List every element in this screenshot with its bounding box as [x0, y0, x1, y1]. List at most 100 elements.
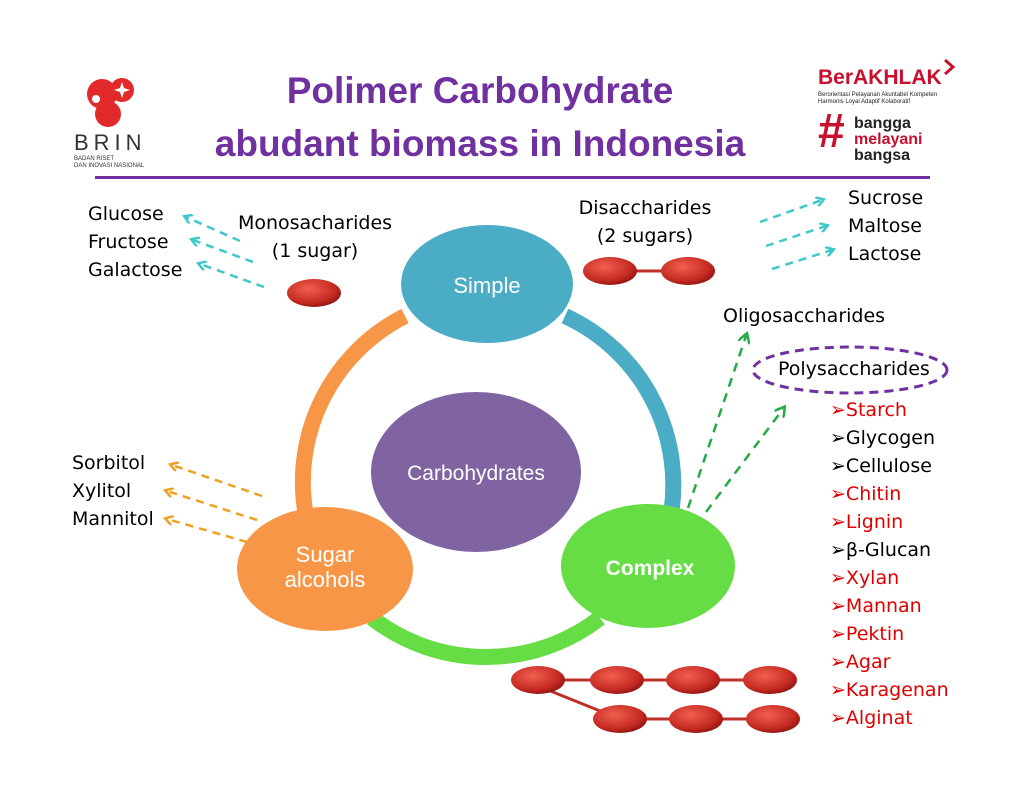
bullet-arrow-icon: ➢: [830, 511, 846, 533]
polysaccharide-name: Alginat: [845, 707, 913, 729]
polysaccharide-list-item: ➢Mannan: [830, 595, 922, 617]
polysaccharide-molecule: [511, 666, 565, 694]
sugar-alcohol-example: Xylitol: [72, 480, 132, 502]
bullet-arrow-icon: ➢: [830, 595, 846, 617]
disaccharide-molecule-1: [583, 257, 637, 285]
header-divider: [95, 176, 930, 179]
polysaccharide-molecule: [743, 666, 797, 694]
berakhlak-tagline2: Harmonis Loyal Adaptif Kolaboratif: [818, 99, 911, 105]
center-label: Carbohydrates: [407, 462, 545, 485]
arrow-to-glucose: [186, 217, 241, 243]
ring-arc-orange: [294, 308, 409, 512]
arrow-to-fructose: [193, 240, 254, 264]
polysaccharide-list-item: ➢Xylan: [830, 567, 899, 589]
polysaccharide-name: Xylan: [845, 567, 900, 589]
sugar-alcohols-label-2: alcohols: [285, 567, 366, 592]
polysaccharide-molecule: [666, 666, 720, 694]
monosaccharide-molecule: [287, 279, 341, 307]
complex-label: Complex: [606, 557, 695, 580]
arrow-to-lactose: [771, 250, 832, 271]
page-title-line2: abudant biomass in Indonesia: [214, 123, 746, 164]
berakhlak-tagline1: Berorientasi Pelayanan Akuntabel Kompete…: [818, 92, 938, 98]
simple-label: Simple: [453, 273, 520, 298]
di-example: Lactose: [848, 243, 922, 265]
polysaccharide-list-item: ➢Lignin: [830, 511, 903, 533]
polysaccharide-list-item: ➢Cellulose: [830, 455, 932, 477]
simple-circle: [401, 225, 573, 343]
polysaccharide-name: Starch: [845, 399, 907, 421]
polysaccharide-molecule: [669, 705, 723, 733]
polysaccharide-molecule: [590, 666, 644, 694]
sugar-alcohols-circle: [237, 507, 413, 631]
brin-logo-sub1: BADAN RISET: [74, 156, 115, 162]
polysaccharide-molecule: [746, 705, 800, 733]
polysaccharide-name: Karagenan: [845, 679, 949, 701]
brin-logo: BRIN BADAN RISET DAN INOVASI NASIONAL: [60, 72, 180, 172]
arrow-to-galactose: [200, 264, 265, 289]
bullet-arrow-icon: ➢: [830, 679, 846, 701]
polysaccharide-list-item: ➢Agar: [830, 651, 890, 673]
bullet-arrow-icon: ➢: [830, 399, 846, 421]
di-example: Sucrose: [848, 187, 924, 209]
polysaccharide-name: Pektin: [845, 623, 905, 645]
berakhlak-slogan2: melayani: [854, 131, 923, 148]
bullet-arrow-icon: ➢: [830, 455, 846, 477]
polysaccharide-name: Mannan: [845, 595, 922, 617]
disaccharide-molecule-2: [661, 257, 715, 285]
complex-circle: [561, 504, 735, 628]
di-example: Maltose: [848, 215, 922, 237]
polysaccharide-list-item: ➢Karagenan: [830, 679, 949, 701]
center-circle: [371, 392, 581, 552]
monosaccharides-label-2: (1 sugar): [271, 240, 359, 262]
berakhlak-slogan3: bangsa: [854, 147, 911, 164]
polysaccharide-molecule: [593, 705, 647, 733]
arrow-to-polysaccharides: [704, 409, 783, 513]
brin-logo-sub2: DAN INOVASI NASIONAL: [74, 163, 145, 169]
brin-logo-text: BRIN: [74, 130, 147, 155]
polysaccharide-name: Agar: [845, 651, 891, 673]
polysaccharide-list-item: ➢Chitin: [830, 483, 901, 505]
polysaccharide-list-item: ➢Alginat: [830, 707, 913, 729]
polysaccharide-name: Cellulose: [845, 455, 932, 477]
disaccharides-label-1: Disaccharides: [578, 197, 712, 219]
ring-arc-green: [367, 611, 605, 666]
polysaccharides-highlight: [751, 345, 949, 395]
arrow-to-maltose: [765, 226, 826, 248]
arrow-to-oligosaccharides: [686, 336, 746, 509]
berakhlak-title: BerAKHLAK: [818, 66, 942, 89]
mono-example: Galactose: [88, 259, 183, 281]
bullet-arrow-icon: ➢: [830, 483, 846, 505]
polysaccharide-list-item: ➢Pektin: [830, 623, 904, 645]
bullet-arrow-icon: ➢: [830, 539, 846, 561]
polysaccharide-name: Chitin: [845, 483, 902, 505]
mono-example: Fructose: [88, 231, 169, 253]
bullet-arrow-icon: ➢: [830, 427, 846, 449]
arrow-to-xylitol: [167, 491, 258, 522]
arrow-to-sorbitol: [172, 465, 263, 498]
ring-arc-blue: [561, 308, 682, 522]
polysaccharide-name: β-Glucan: [845, 539, 932, 561]
mono-example: Glucose: [88, 203, 164, 225]
polysaccharide-name: Lignin: [845, 511, 904, 533]
disaccharides-label-2: (2 sugars): [596, 225, 694, 247]
arrow-to-sucrose: [759, 200, 822, 224]
monosaccharides-label-1: Monosacharides: [237, 212, 393, 234]
bullet-arrow-icon: ➢: [830, 623, 846, 645]
brin-logo-mark-icon: [87, 78, 134, 127]
bullet-arrow-icon: ➢: [830, 651, 846, 673]
oligosaccharides-label: Oligosaccharides: [723, 305, 886, 327]
berakhlak-slogan1: bangga: [854, 115, 911, 132]
berakhlak-logo: BerAKHLAK Berorientasi Pelayanan Akuntab…: [818, 58, 968, 168]
polysaccharide-list-item: ➢Glycogen: [830, 427, 935, 449]
bullet-arrow-icon: ➢: [830, 567, 846, 589]
polysaccharide-name: Glycogen: [845, 427, 936, 449]
sugar-alcohol-example: Sorbitol: [72, 452, 146, 474]
page-title-line1: Polimer Carbohydrate: [286, 70, 674, 111]
chevron-right-icon: [944, 58, 956, 76]
sugar-alcohols-label-1: Sugar: [296, 542, 355, 567]
hashtag-icon: #: [818, 105, 845, 158]
arrow-to-mannitol: [167, 519, 248, 544]
bullet-arrow-icon: ➢: [830, 707, 846, 729]
polysaccharide-list-item: ➢β-Glucan: [830, 539, 931, 561]
